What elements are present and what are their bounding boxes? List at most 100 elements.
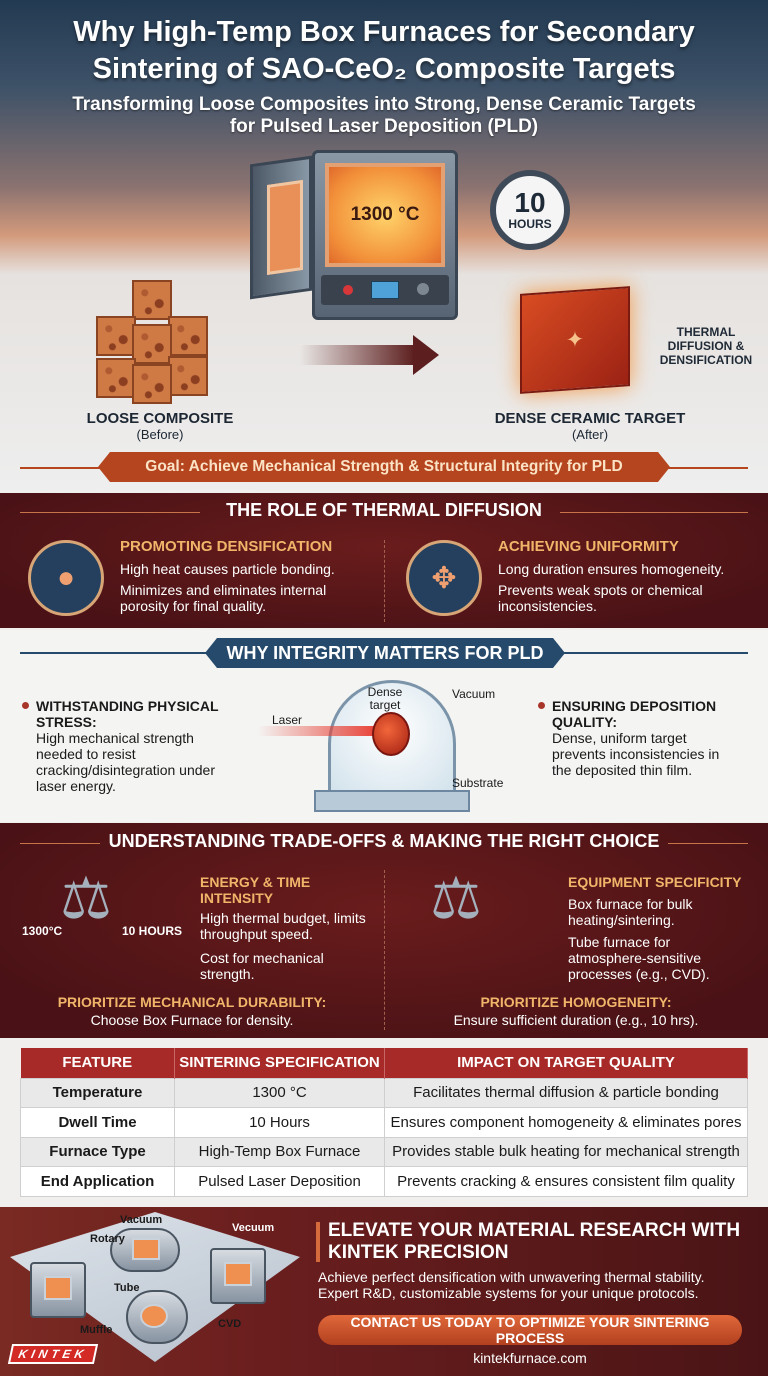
energy-text-1: High thermal budget, limits throughput s… [200, 910, 366, 942]
equipment-text-2: Tube furnace for atmosphere-sensitive pr… [568, 934, 710, 982]
vacuum-label: Vacuum [452, 687, 496, 701]
title-line-2: Sintering of SAO-CeO₂ Composite Targets [92, 53, 676, 85]
dense-ceramic-cube-icon: ✦ [520, 286, 630, 394]
title-line-1: Why High-Temp Box Furnaces for Secondary [73, 16, 695, 48]
clock-icon: 10 HOURS [490, 170, 570, 250]
before-caption: LOOSE COMPOSITE (Before) [60, 410, 260, 442]
chamber-base [314, 790, 470, 812]
balance-scale-icon: ⚖ [60, 866, 112, 931]
after-sublabel: (After) [571, 427, 609, 442]
furnace-label: Vecuum [232, 1222, 275, 1234]
table-cell: 10 Hours [174, 1107, 385, 1138]
densification-title: PROMOTING DENSIFICATION [120, 538, 333, 555]
table-row: Dwell Time 10 Hours Ensures component ho… [20, 1107, 748, 1138]
kintek-logo[interactable]: KINTEK [7, 1344, 99, 1364]
furnace-control-panel [321, 275, 449, 305]
laser-beam-icon [258, 726, 376, 736]
website-link[interactable]: kintekfurnace.com [473, 1350, 587, 1366]
column-header: IMPACT ON TARGET QUALITY [384, 1048, 748, 1078]
after-caption: DENSE CERAMIC TARGET (After) [470, 410, 710, 442]
section-heading: THE ROLE OF THERMAL DIFFUSION [226, 500, 542, 520]
target-label-line: Dense [367, 685, 403, 699]
table-cell: Prevents cracking & ensures consistent f… [384, 1166, 748, 1197]
furnace-label: Muffle [80, 1324, 113, 1336]
section-heading: WHY INTEGRITY MATTERS FOR PLD [205, 638, 565, 668]
deposition-title: ENSURING DEPOSITION QUALITY: [552, 698, 717, 730]
contact-us-button[interactable]: CONTACT US TODAY TO OPTIMIZE YOUR SINTER… [318, 1314, 742, 1346]
divider [668, 843, 748, 844]
table-cell: Temperature [20, 1077, 175, 1108]
table-cell: Dwell Time [20, 1107, 175, 1138]
table-cell: Facilitates thermal diffusion & particle… [384, 1077, 748, 1108]
process-arrow-icon [300, 335, 440, 375]
table-row: Furnace Type High-Temp Box Furnace Provi… [20, 1136, 748, 1167]
cta-title: ELEVATE YOUR MATERIAL RESEARCH WITH KINT… [328, 1220, 741, 1263]
stress-title: WITHSTANDING PHYSICAL STRESS: [36, 698, 219, 730]
rotary-tube-furnace-icon [110, 1228, 180, 1272]
equipment-text-1: Box furnace for bulk heating/sintering. [568, 896, 693, 928]
section-heading: UNDERSTANDING TRADE-OFFS & MAKING THE RI… [108, 831, 660, 851]
table-cell: Ensures component homogeneity & eliminat… [384, 1107, 748, 1138]
furnace-temp: 1300 °C [325, 163, 445, 267]
deposition-text: Dense, uniform target prevents inconsist… [552, 730, 720, 778]
stress-text: High mechanical strength needed to resis… [36, 730, 215, 794]
scale-right-label: 10 HOURS [122, 924, 183, 938]
furnace-label: CVD [218, 1318, 242, 1330]
table-cell: 1300 °C [174, 1077, 385, 1108]
bullet-icon [22, 702, 29, 709]
goal-banner: Goal: Achieve Mechanical Strength & Stru… [98, 452, 670, 482]
table-row: Temperature 1300 °C Facilitates thermal … [20, 1077, 748, 1108]
before-sublabel: (Before) [136, 427, 184, 442]
clock-unit: HOURS [508, 217, 552, 231]
divider [384, 540, 385, 622]
energy-text-2: Cost for mechanical strength. [200, 950, 324, 982]
table-cell: End Application [20, 1166, 175, 1197]
uniformity-title: ACHIEVING UNIFORMITY [498, 538, 679, 555]
table-cell: Pulsed Laser Deposition [174, 1166, 385, 1197]
cta-text-line: Expert R&D, customizable systems for you… [318, 1285, 699, 1301]
accent-bar [316, 1222, 320, 1262]
densification-text-1: High heat causes particle bonding. [120, 561, 335, 577]
uniformity-text-2: Prevents weak spots or chemical inconsis… [498, 582, 703, 614]
table-cell: Furnace Type [20, 1136, 175, 1167]
priority-durability-text: Choose Box Furnace for density. [90, 1012, 294, 1028]
subtitle-line-1: Transforming Loose Composites into Stron… [72, 94, 696, 115]
radiating-arrows-icon: ✥ [406, 540, 482, 616]
divider [560, 512, 748, 513]
furnace-label: Tube [114, 1282, 140, 1294]
column-header: FEATURE [20, 1048, 175, 1078]
before-label: LOOSE COMPOSITE [86, 410, 234, 427]
uniformity-text-1: Long duration ensures homogeneity. [498, 561, 725, 577]
divider [560, 652, 748, 654]
subtitle-line-2: for Pulsed Laser Deposition (PLD) [229, 116, 539, 137]
table-cell: Provides stable bulk heating for mechani… [384, 1136, 748, 1167]
divider [20, 467, 100, 469]
priority-durability-title: PRIORITIZE MECHANICAL DURABILITY: [57, 994, 327, 1010]
tube-furnace-icon [126, 1290, 188, 1344]
box-furnace-illustration: 1300 °C [312, 150, 458, 320]
specification-table: FEATURE SINTERING SPECIFICATION IMPACT O… [20, 1048, 748, 1197]
particles-icon: ● [28, 540, 104, 616]
page-title: Why High-Temp Box Furnaces for Secondary… [0, 14, 768, 88]
cta-description: Achieve perfect densification with unwav… [318, 1269, 758, 1301]
equipment-title: EQUIPMENT SPECIFICITY [568, 874, 742, 890]
target-label-line: target [369, 698, 401, 712]
thermal-note-line: THERMAL [676, 325, 736, 339]
divider [20, 652, 210, 654]
table-cell: High-Temp Box Furnace [174, 1136, 385, 1167]
laser-label: Laser [272, 713, 303, 727]
after-label: DENSE CERAMIC TARGET [494, 410, 686, 427]
priority-homogeneity-title: PRIORITIZE HOMOGENEITY: [480, 994, 672, 1010]
divider [384, 870, 385, 1030]
thermal-diffusion-note: THERMAL DIFFUSION & DENSIFICATION [646, 325, 766, 367]
table-row: End Application Pulsed Laser Deposition … [20, 1166, 748, 1197]
cta-text-line: Achieve perfect densification with unwav… [318, 1269, 705, 1285]
page-subtitle: Transforming Loose Composites into Stron… [0, 94, 768, 138]
cvd-furnace-icon [210, 1248, 266, 1304]
energy-title: ENERGY & TIME INTENSITY [200, 874, 311, 906]
furnace-comparison-scale-icon: ⚖ [430, 866, 482, 931]
muffle-furnace-icon [30, 1262, 86, 1318]
furnace-label: Rotary [90, 1233, 125, 1245]
loose-composite-cubes-icon [92, 280, 220, 404]
